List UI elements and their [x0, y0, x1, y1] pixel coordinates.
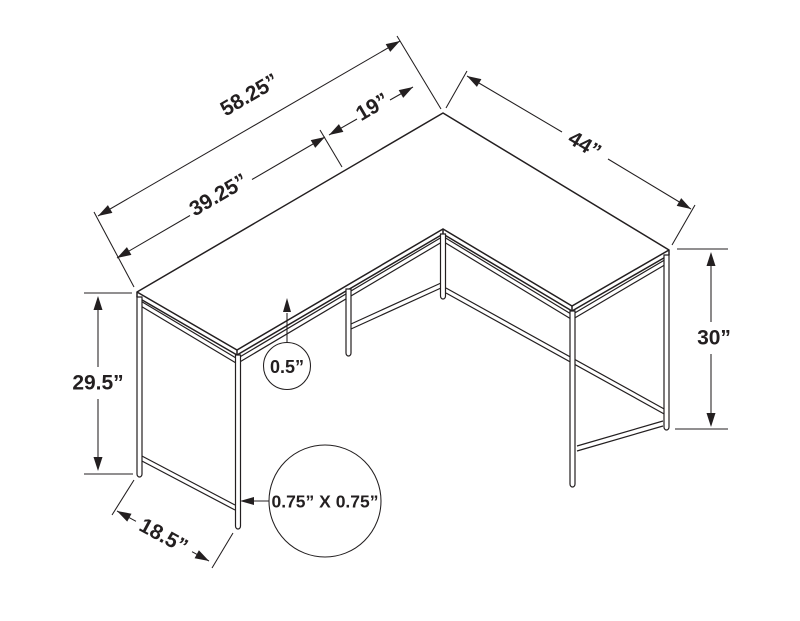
- extension-line: [445, 70, 696, 246]
- arrowhead: [385, 41, 400, 52]
- callout-leg-profile: 0.75” X 0.75”: [240, 444, 382, 558]
- dim-label-30: 30”: [697, 327, 731, 350]
- arrowhead: [398, 87, 413, 98]
- dimension-line: [466, 75, 692, 210]
- callout-desktop-thickness: 0.5”: [262, 298, 312, 391]
- inner-corner-stub-leg: [439, 233, 447, 300]
- desk-legs: [136, 233, 670, 530]
- dim-label-0-75-x-0-75: 0.75” X 0.75”: [271, 492, 378, 512]
- arrowhead: [283, 298, 291, 312]
- left-end-apron: [138, 299, 237, 364]
- dimension-line: [116, 136, 326, 259]
- dimension-left-leg-height: 29.5”: [72, 292, 133, 475]
- extension-line: [84, 292, 133, 475]
- arrowhead: [93, 296, 103, 310]
- dimension-side-frame-depth: 18.5”: [111, 479, 234, 569]
- dim-label-29-5: 29.5”: [72, 372, 123, 395]
- arrowhead: [706, 252, 716, 266]
- back-right-leg: [663, 254, 670, 431]
- dim-label-0-5: 0.5”: [270, 357, 304, 377]
- desk-top-surface: [136, 112, 670, 356]
- arrowhead: [194, 550, 209, 561]
- callout-bubble: [268, 444, 382, 558]
- extension-line: [675, 248, 728, 430]
- arrowhead: [310, 137, 325, 148]
- dimension-right-leg-height: 30”: [675, 248, 731, 430]
- dim-label-58-25: 58.25”: [216, 69, 282, 121]
- right-stretcher: [576, 420, 664, 452]
- extension-line: [93, 35, 442, 288]
- dim-label-44: 44”: [564, 127, 605, 164]
- desk-frame-rails: [138, 236, 669, 511]
- desk-corner-edges: [236, 229, 573, 355]
- arrowhead: [117, 511, 132, 522]
- arrowhead: [93, 457, 103, 471]
- arrowhead: [467, 76, 482, 87]
- front-right-leg: [569, 310, 576, 488]
- front-left-leg: [234, 354, 242, 530]
- dim-label-19: 19”: [352, 89, 393, 126]
- middle-hanging-post: [345, 288, 352, 357]
- inner-right-apron: [443, 236, 572, 320]
- left-front-apron: [237, 236, 443, 364]
- dim-label-39-25: 39.25”: [185, 169, 251, 221]
- extension-line: [111, 479, 234, 569]
- left-stretcher: [139, 454, 236, 511]
- arrowhead: [98, 205, 113, 216]
- callout-bubble: [262, 341, 312, 391]
- dimension-top-right-segment: 19”: [328, 86, 414, 136]
- dim-label-18-5: 18.5”: [135, 514, 191, 559]
- dimension-line: [97, 40, 401, 217]
- arrowhead: [240, 497, 254, 505]
- long-diagonal-rail: [445, 287, 667, 416]
- back-left-leg: [136, 296, 143, 478]
- right-end-apron: [572, 257, 669, 320]
- arrowhead: [706, 413, 716, 427]
- arrowhead: [676, 198, 691, 209]
- arrowhead: [117, 247, 132, 258]
- extension-line: [319, 129, 343, 168]
- arrowhead: [329, 124, 344, 135]
- middle-rail: [350, 282, 442, 330]
